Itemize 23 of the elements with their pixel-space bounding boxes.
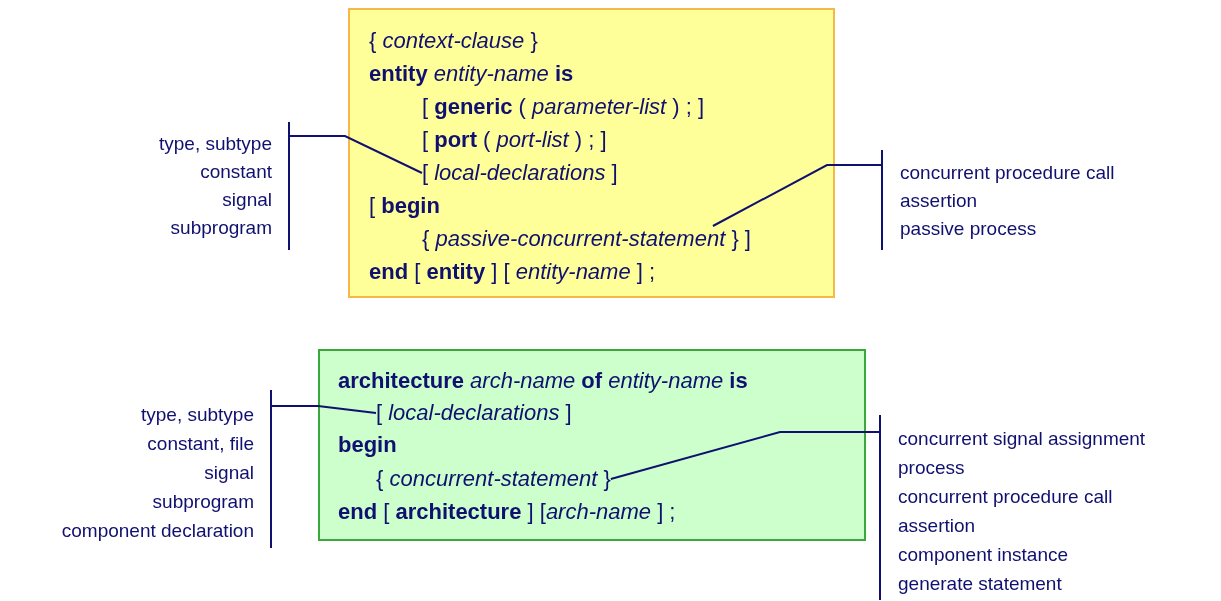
code-line: { context-clause }: [369, 28, 538, 54]
code-line: [ local-declarations ]: [376, 400, 572, 426]
code-line: [ generic ( parameter-list ) ; ]: [422, 94, 705, 120]
code-panel: [318, 349, 866, 541]
code-line: end [ entity ] [ entity-name ] ;: [369, 259, 656, 285]
item-list: concurrent signal assignment process concurrent procedure call assertion component instance generate statement: [879, 415, 1219, 600]
leader-line: [270, 405, 377, 414]
item-list: type, subtype constant signal subprogram: [100, 122, 290, 250]
code-line: { concurrent-statement }: [376, 466, 611, 492]
code-line: [ local-declarations ]: [422, 160, 618, 186]
leader-line: [711, 164, 883, 227]
leader-line: [288, 135, 423, 174]
code-line: architecture arch-name of entity-name is: [338, 368, 748, 394]
code-line: entity entity-name is: [369, 61, 574, 87]
code-line: end [ architecture ] [arch-name ] ;: [338, 499, 676, 525]
item-list: type, subtype constant, file signal subprogram component declaration: [0, 390, 272, 548]
leader-line: [609, 431, 881, 480]
item-list: concurrent procedure call assertion passive process: [881, 150, 1181, 250]
code-line: [ port ( port-list ) ; ]: [422, 127, 607, 153]
code-panel: [348, 8, 835, 298]
code-line: [ begin: [369, 193, 440, 219]
code-line: { passive-concurrent-statement } ]: [422, 226, 751, 252]
code-line: begin: [338, 432, 397, 458]
